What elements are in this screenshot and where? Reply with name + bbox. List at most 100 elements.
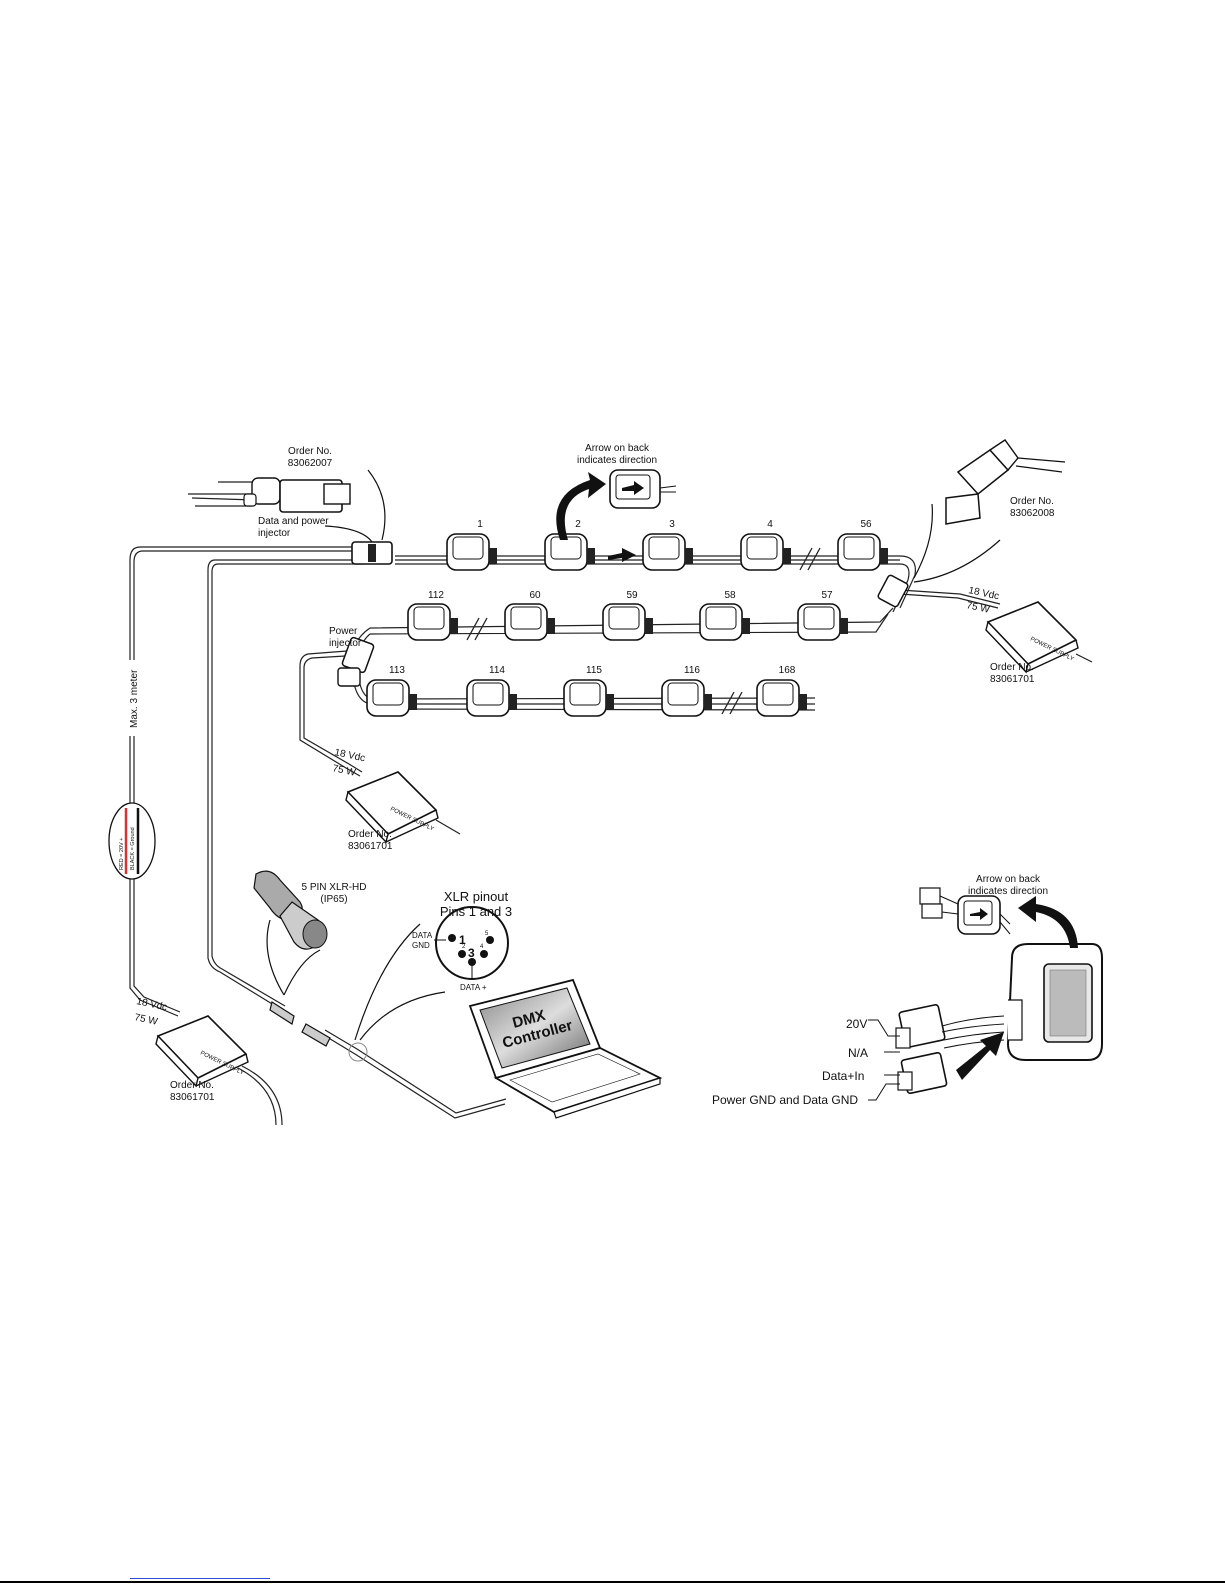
- injector-label: Data and power: [258, 516, 329, 527]
- pin-label-leaders: [868, 1019, 900, 1101]
- callout-line: [354, 923, 421, 1041]
- data-power-injector: [351, 541, 393, 565]
- label-background: [120, 660, 146, 736]
- psu-wattage: 75 W: [133, 1012, 159, 1028]
- module-number: 57: [821, 590, 833, 601]
- pin-number: 1: [459, 933, 466, 947]
- module-number: 168: [779, 665, 796, 676]
- pin-label: DATA: [412, 931, 433, 940]
- led-module: [504, 603, 555, 641]
- pin-label: GND: [412, 941, 430, 950]
- module-number: 114: [489, 665, 505, 676]
- pin-label-data: Data+In: [822, 1069, 864, 1083]
- injector-label: injector: [258, 528, 291, 539]
- callout-line: [324, 525, 373, 543]
- pin-label: DATA +: [460, 983, 487, 992]
- psu-order-number: 83061701: [170, 1092, 215, 1103]
- module-number: 3: [669, 519, 675, 530]
- xlr-pinout-subtitle: Pins 1 and 3: [440, 904, 512, 919]
- led-module: [563, 679, 614, 717]
- led-module: [366, 679, 417, 717]
- psu-order-number: 83061701: [990, 674, 1035, 685]
- psu-voltage: 18 Vdc: [333, 747, 366, 764]
- cable-breaks: [127, 547, 821, 721]
- arrow-note: Arrow on back: [585, 443, 650, 454]
- direction-arrow-icon: [608, 548, 636, 562]
- led-module: [740, 533, 791, 571]
- footer-link-underline: [130, 1578, 270, 1579]
- xlr-pinout: 1 2 3 4 5: [434, 906, 509, 980]
- wire-red-label: RED = 20V +: [119, 838, 125, 870]
- pin-number: 2: [462, 944, 466, 950]
- wire-color-oval: RED = 20V + BLACK = Ground: [108, 802, 156, 880]
- order-number: 83062008: [1010, 508, 1055, 519]
- module-number: 59: [626, 590, 638, 601]
- close-connector: [895, 1003, 1005, 1095]
- led-module: [544, 533, 595, 571]
- psu-wattage: 75 W: [331, 763, 357, 779]
- order-label: Order No.: [1010, 496, 1054, 507]
- pin-label-20v: 20V: [846, 1017, 867, 1031]
- led-module: [797, 603, 848, 641]
- callout-line: [367, 469, 386, 541]
- pin-number: 3: [468, 946, 475, 960]
- curved-arrow-icon: [556, 472, 606, 540]
- splitter-connector: [877, 574, 909, 608]
- close-back-view: [919, 887, 1011, 935]
- callout-line: [266, 919, 285, 996]
- xlr-type: (IP65): [320, 894, 347, 905]
- power-injector: [337, 636, 375, 687]
- led-module: [407, 603, 458, 641]
- module-number: 1: [477, 519, 483, 530]
- callout-line: [283, 949, 321, 996]
- callout-line: [359, 991, 446, 1041]
- led-module: [661, 679, 712, 717]
- connector-83062007: [243, 477, 351, 513]
- psu-order-label: Order No.: [990, 662, 1034, 673]
- xlr-type: 5 PIN XLR-HD: [301, 882, 366, 893]
- module-number: 58: [724, 590, 736, 601]
- module-numbers: 1 2 3 4 56 112 60 59 58 57 113 114 115 1…: [389, 519, 872, 676]
- cable-detail-circle: [348, 1042, 368, 1062]
- footer-rule: [0, 1581, 1225, 1583]
- led-module: [756, 679, 807, 717]
- module-number: 2: [575, 519, 581, 530]
- led-module: [837, 533, 888, 571]
- psu-voltage: 18 Vdc: [135, 996, 168, 1013]
- power-injector-label: Power: [329, 626, 358, 637]
- arrow-note: indicates direction: [577, 455, 657, 466]
- text-labels: Order No. 83062007 Data and power inject…: [133, 443, 1055, 1107]
- pin-label-gnd: Power GND and Data GND: [712, 1093, 858, 1107]
- max-length-label: Max. 3 meter: [129, 669, 140, 728]
- module-closeup: [1006, 943, 1103, 1061]
- module-number: 56: [860, 519, 872, 530]
- wire-black-label: BLACK = Ground: [130, 827, 136, 870]
- arrow-note: indicates direction: [968, 886, 1048, 897]
- led-module: [466, 679, 517, 717]
- module-number: 116: [684, 665, 700, 676]
- led-module: [699, 603, 750, 641]
- curved-arrow-icon: [1018, 896, 1078, 948]
- led-module: [602, 603, 653, 641]
- module-back-view: [609, 469, 677, 509]
- callout-line: [913, 539, 1001, 583]
- pin-number: 5: [485, 931, 489, 937]
- order-number: 83062007: [288, 458, 333, 469]
- module-number: 115: [586, 665, 602, 676]
- cables: [129, 481, 1093, 1126]
- psu-order-number: 83061701: [348, 841, 393, 852]
- xlr-pinout-title: XLR pinout: [444, 889, 509, 904]
- push-arrow-icon: [956, 1032, 1004, 1080]
- psu-wattage: 75 W: [965, 600, 991, 616]
- pin-label-na: N/A: [848, 1046, 868, 1060]
- power-supply-left: POWER SUPPLY: [155, 1015, 249, 1088]
- module-number: 112: [428, 590, 444, 601]
- led-module: [642, 533, 693, 571]
- module-number: 4: [767, 519, 773, 530]
- psu-order-label: Order No.: [348, 829, 392, 840]
- psu-order-label: Order No.: [170, 1080, 214, 1091]
- module-number: 60: [529, 590, 541, 601]
- pin-number: 4: [480, 944, 484, 950]
- callout-line: [913, 503, 933, 579]
